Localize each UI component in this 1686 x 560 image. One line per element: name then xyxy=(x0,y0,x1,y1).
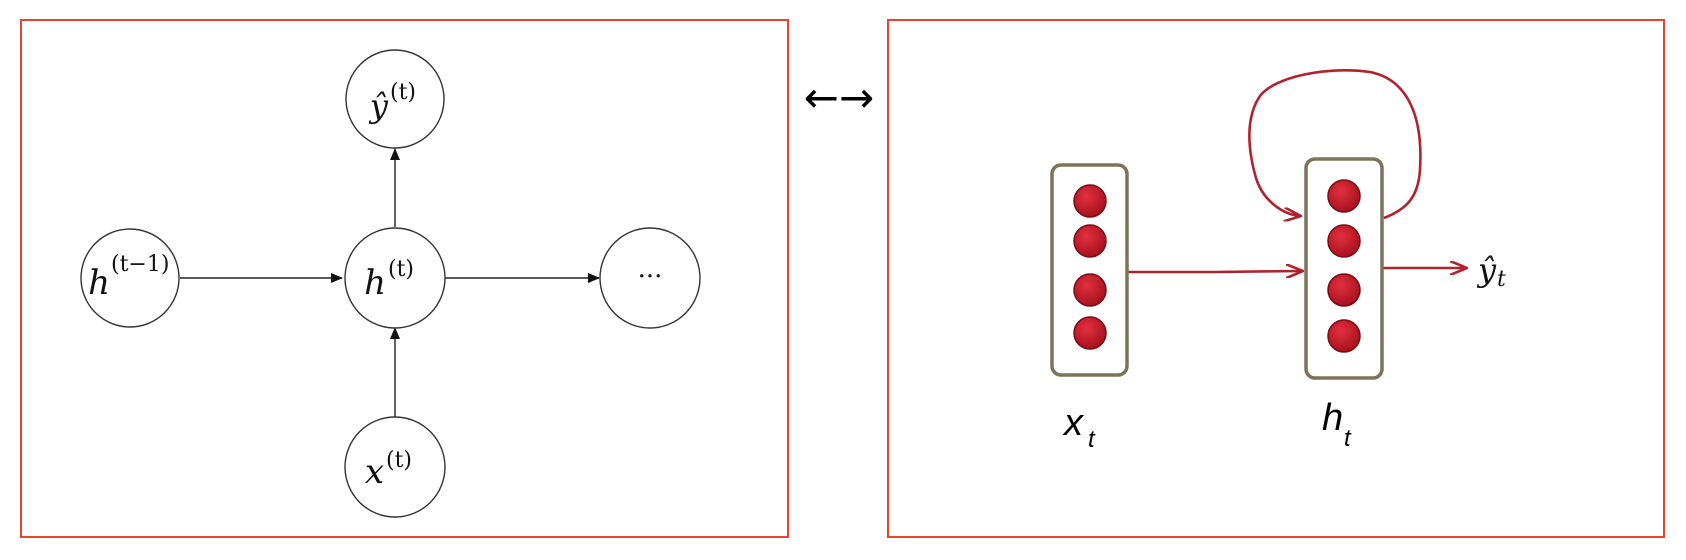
hidden-label: h t xyxy=(1322,397,1352,452)
hidden-unit xyxy=(1327,224,1361,258)
node-y-hat-label: ŷ xyxy=(368,87,389,125)
node-h-prev: h (t−1) xyxy=(80,228,180,328)
output-label-base: ŷ xyxy=(1476,251,1497,289)
input-unit xyxy=(1073,273,1107,307)
node-h-prev-label: h xyxy=(88,263,110,303)
hidden-layer-box xyxy=(1304,157,1384,380)
input-label-subscript: t xyxy=(1088,426,1096,453)
input-unit xyxy=(1073,224,1107,258)
node-x-label: x xyxy=(365,452,384,492)
hidden-unit xyxy=(1327,319,1361,353)
input-unit xyxy=(1073,184,1107,218)
hidden-layer xyxy=(1304,157,1384,380)
input-label-base: x xyxy=(1062,402,1085,444)
node-x: x (t) xyxy=(344,416,446,518)
node-next: ··· xyxy=(599,227,701,329)
node-h-prev-superscript: (t−1) xyxy=(111,252,169,277)
left-panel-frame xyxy=(20,19,789,538)
node-y-hat-superscript: (t) xyxy=(390,80,416,105)
input-label: x t xyxy=(1062,402,1096,453)
right-panel-frame xyxy=(887,19,1665,538)
hidden-unit xyxy=(1327,179,1361,213)
output-label-subscript: t xyxy=(1497,267,1506,292)
hidden-unit xyxy=(1327,273,1361,307)
node-next-label: ··· xyxy=(638,262,663,292)
equivalence-arrow: ←→ xyxy=(804,73,874,122)
hidden-label-base: h xyxy=(1322,397,1343,439)
node-h: h (t) xyxy=(344,227,446,329)
edge-input-to-hidden xyxy=(1126,271,1302,272)
output-label: ŷ t xyxy=(1476,251,1506,292)
node-y-hat: ŷ (t) xyxy=(345,49,445,149)
recurrent-loop-arrow xyxy=(1248,69,1422,218)
hidden-label-subscript: t xyxy=(1344,425,1352,452)
node-h-superscript: (t) xyxy=(388,257,414,282)
input-layer-box xyxy=(1050,163,1129,377)
node-h-label: h xyxy=(364,263,386,303)
node-x-superscript: (t) xyxy=(386,448,412,473)
input-layer xyxy=(1050,163,1129,377)
input-unit xyxy=(1073,316,1107,350)
